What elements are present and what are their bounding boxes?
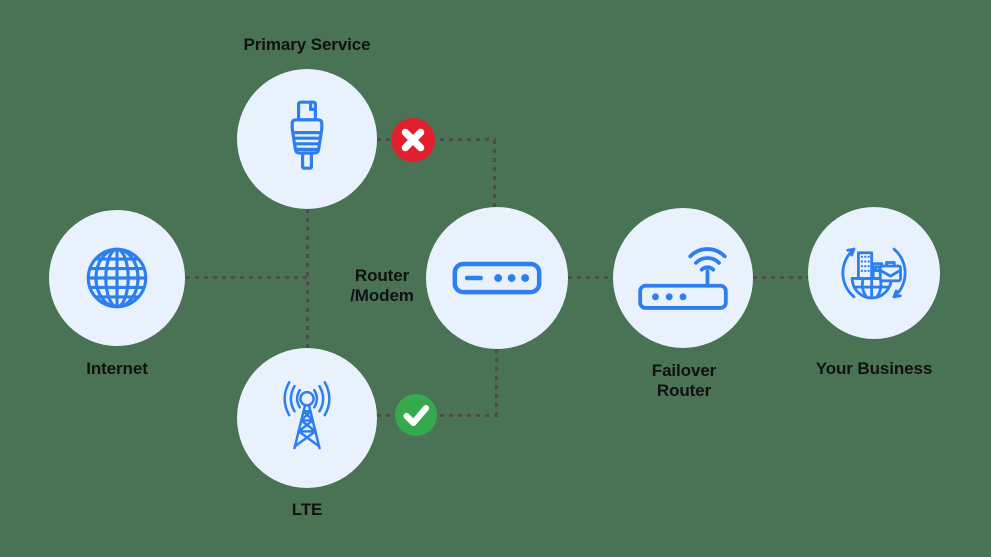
connector-failover-to-business [753,276,808,279]
connector-corner-to-router-top [493,140,496,207]
cell-tower-icon [274,379,340,458]
check-mark-icon [395,394,437,436]
lte-label: LTE [291,500,323,519]
x-mark-icon [391,118,435,162]
connector-internet-to-junction [186,276,308,279]
router-modem-label: Router /Modem [350,266,414,306]
status-badge-lte-active [395,394,437,436]
globe-icon [82,243,152,313]
your-business-label: Your Business [815,359,933,378]
connector-lte-to-corner [377,414,498,417]
connector-primary-to-lte-junction [306,209,309,348]
internet-label: Internet [86,359,148,378]
connector-router-to-failover [568,276,614,279]
node-your-business [808,207,940,339]
connector-corner-to-router-bottom [495,349,498,415]
ethernet-plug-icon [289,99,325,179]
status-badge-primary-failed [391,118,435,162]
modem-icon [452,261,542,295]
business-continuity-icon [835,234,913,312]
node-internet [49,210,185,346]
node-primary-service [237,69,377,209]
primary-service-label: Primary Service [243,35,371,54]
node-router-modem [426,207,568,349]
node-lte [237,348,377,488]
connector-primary-to-corner [377,138,496,141]
failover-router-label: Failover Router [651,361,717,401]
wifi-router-icon [637,246,729,311]
node-failover-router [613,208,753,348]
